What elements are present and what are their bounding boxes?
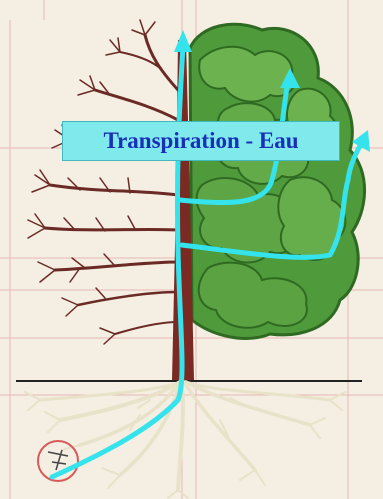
- roots: [25, 382, 345, 498]
- transpiration-label-text: Transpiration - Eau: [103, 128, 298, 154]
- foliage: [190, 24, 365, 338]
- transpiration-label: Transpiration - Eau: [62, 121, 340, 161]
- branches: [28, 20, 178, 344]
- root-hair-detail: [48, 450, 68, 470]
